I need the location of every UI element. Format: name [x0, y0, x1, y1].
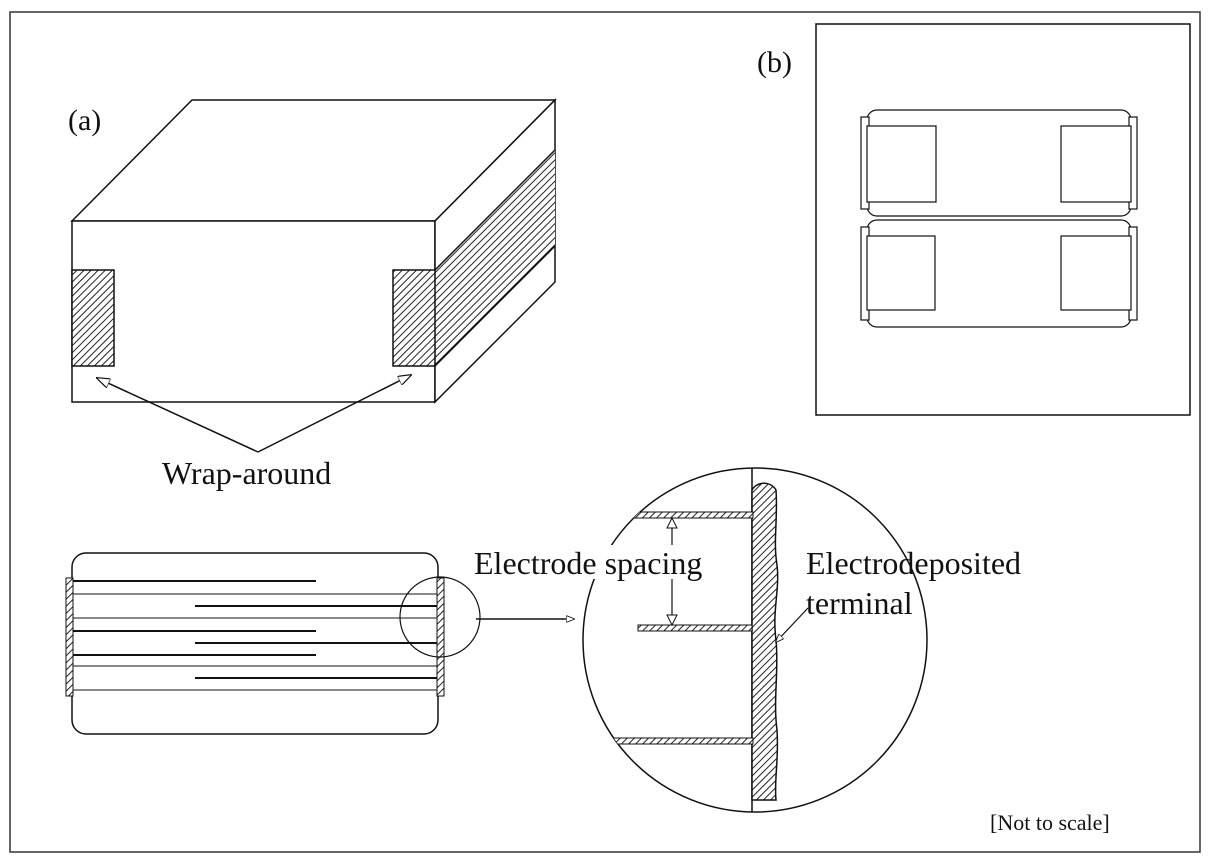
cross-section-terminal-left — [65, 577, 74, 697]
electrodeposited-terminal-shape — [751, 482, 779, 801]
magnified-electrode-1 — [609, 511, 754, 519]
outer-frame — [9, 11, 1201, 853]
chip-3d — [70, 98, 557, 404]
chip-cross-section — [65, 552, 481, 735]
panel-b-frame — [815, 23, 1191, 416]
electrode-spacing-label: Electrode spacing — [474, 545, 702, 581]
chip-front-face — [71, 220, 436, 403]
wrap-around-arrows — [97, 375, 411, 453]
upper-pad-right — [1060, 125, 1132, 203]
not-to-scale-note: [Not to scale] — [990, 810, 1110, 835]
side-electrode-layers — [434, 149, 556, 367]
lower-pad-left — [866, 235, 936, 311]
electrodeposited-label-line1: Electrodeposited — [806, 545, 1021, 581]
lower-pad-right — [1060, 235, 1132, 311]
front-terminal-right — [392, 269, 436, 367]
upper-pad-left — [866, 125, 937, 203]
terminal-leader-line — [776, 607, 809, 642]
internal-electrodes — [73, 580, 437, 691]
panel-b — [815, 23, 1191, 416]
wrap-around-label: Wrap-around — [162, 455, 331, 491]
magnified-electrode-3 — [609, 737, 754, 745]
magnified-view — [582, 467, 928, 813]
panel-b-label: (b) — [757, 46, 792, 79]
cross-section-terminal-right — [436, 577, 445, 697]
magnify-circle-small — [399, 576, 481, 658]
magnified-electrode-2 — [637, 624, 753, 632]
panel-a-label: (a) — [68, 104, 101, 137]
front-terminal-left — [71, 269, 115, 367]
electrodeposited-label-line2: terminal — [806, 585, 913, 621]
